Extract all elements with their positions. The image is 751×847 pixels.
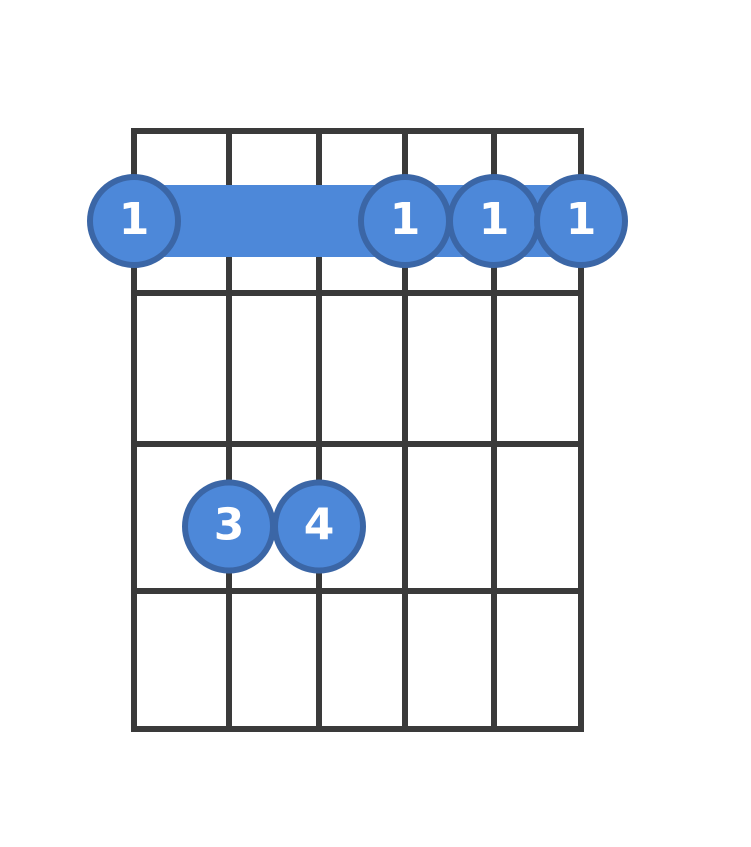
finger-number-label: 1 (479, 194, 510, 245)
finger-number-label: 1 (390, 194, 421, 245)
finger-number-label: 4 (304, 500, 335, 551)
finger-dot-circle (87, 174, 181, 268)
finger-dot: 1 (87, 174, 181, 268)
finger-dot-circle (534, 174, 628, 268)
finger-dot: 3 (182, 479, 276, 574)
finger-dot: 1 (534, 174, 628, 268)
finger-dot: 4 (272, 479, 366, 574)
finger-dots: 1 1 1 1 3 4 (87, 174, 628, 574)
finger-dot: 1 (358, 174, 452, 268)
finger-number-label: 1 (566, 194, 597, 245)
finger-dot: 1 (447, 174, 541, 268)
finger-number-label: 3 (214, 500, 245, 551)
finger-number-label: 1 (119, 194, 150, 245)
finger-dot-circle (272, 479, 366, 574)
